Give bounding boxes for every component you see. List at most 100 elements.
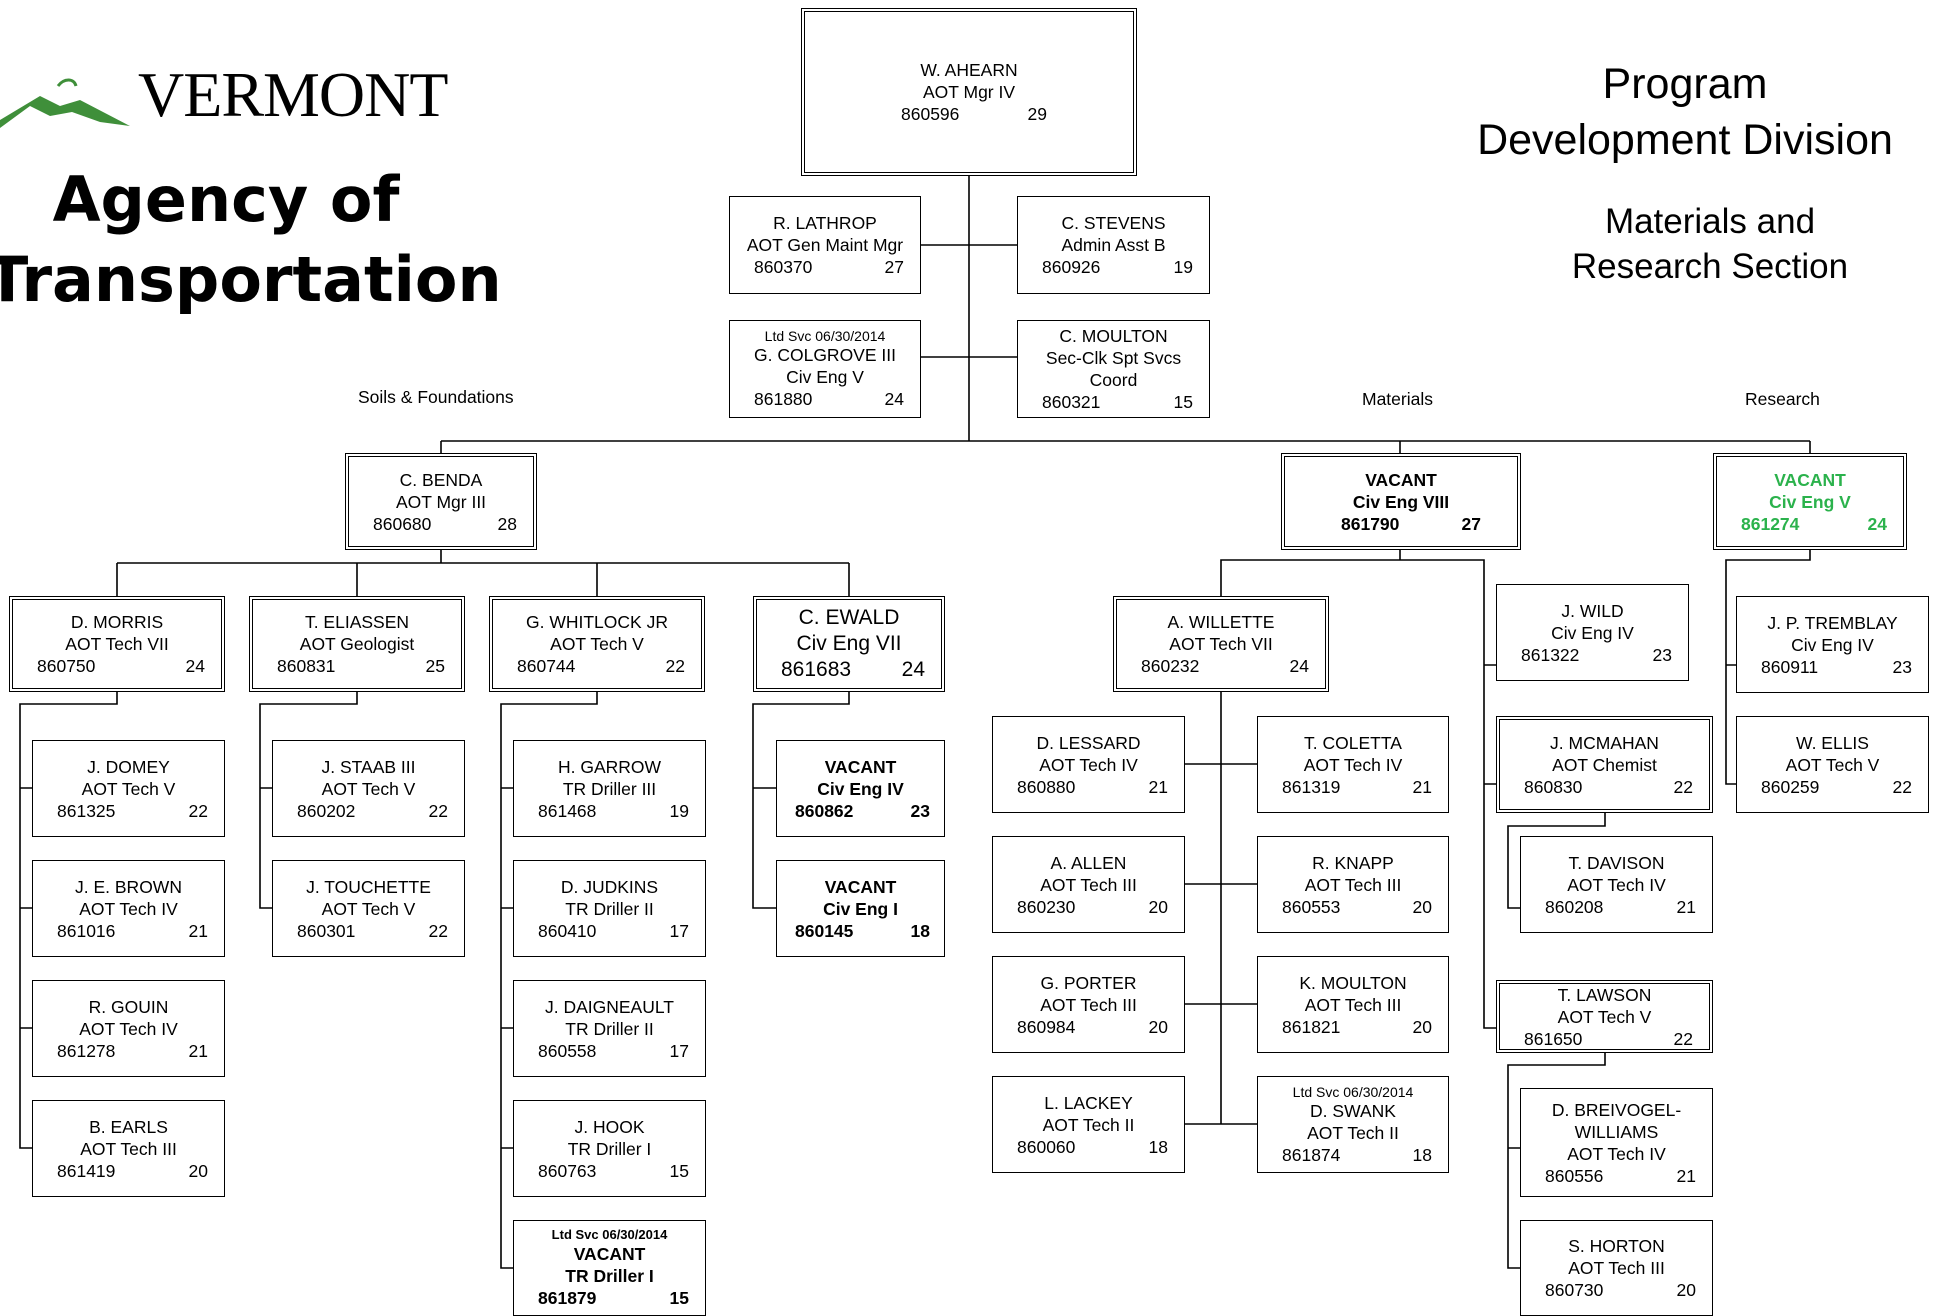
- node-grade: 21: [1676, 896, 1696, 917]
- org-node-colgrove[interactable]: Ltd Svc 06/30/2014 G. COLGROVE III Civ E…: [729, 320, 921, 418]
- node-grade: 20: [188, 1160, 208, 1181]
- node-grade: 27: [884, 257, 904, 277]
- node-name: T. LAWSON: [1557, 984, 1652, 1005]
- node-title: AOT Tech II: [1042, 1114, 1135, 1135]
- node-name: D. BREIVOGEL-: [1551, 1099, 1682, 1120]
- node-grade: 18: [910, 920, 930, 941]
- node-position: 860831: [277, 656, 336, 676]
- node-title: TR Driller II: [565, 898, 654, 919]
- node-position: 860060: [1017, 1136, 1076, 1157]
- node-note: Ltd Svc 06/30/2014: [764, 328, 886, 344]
- node-grade: 21: [1148, 776, 1168, 797]
- node-position: 861650: [1524, 1028, 1583, 1049]
- node-title: TR Driller I: [567, 1138, 652, 1159]
- node-title: AOT Tech V: [321, 898, 416, 919]
- node-grade: 18: [1412, 1144, 1432, 1165]
- node-position: 861821: [1282, 1016, 1341, 1037]
- node-name: J. HOOK: [574, 1116, 645, 1137]
- node-position: 860880: [1017, 776, 1076, 797]
- node-grade: 24: [901, 658, 925, 681]
- node-position: 860553: [1282, 896, 1341, 917]
- node-grade: 20: [1412, 896, 1432, 917]
- node-position: 860763: [538, 1160, 597, 1181]
- node-name: C. MOULTON: [1059, 326, 1168, 346]
- node-position: 860984: [1017, 1016, 1076, 1037]
- node-position: 860230: [1017, 896, 1076, 917]
- org-node-swank[interactable]: Ltd Svc 06/30/2014 D. SWANK AOT Tech II …: [1257, 1076, 1449, 1173]
- node-position: 860410: [538, 920, 597, 941]
- node-name: VACANT: [1774, 469, 1846, 490]
- node-grade: 17: [669, 920, 689, 941]
- node-title: AOT Tech IV: [1567, 1143, 1666, 1164]
- connector-research-team: [1725, 550, 1811, 785]
- node-grade: 19: [669, 800, 689, 821]
- node-position: 860558: [538, 1040, 597, 1061]
- node-position: 860301: [297, 920, 356, 941]
- section-title-line1: Materials and: [1604, 202, 1816, 241]
- node-name: G. PORTER: [1040, 972, 1137, 993]
- node-grade: 20: [1148, 1016, 1168, 1037]
- node-position: 860680: [373, 513, 432, 534]
- node-grade: 24: [884, 389, 904, 409]
- node-position: 860730: [1545, 1280, 1604, 1300]
- org-node-vacant-driller[interactable]: Ltd Svc 06/30/2014 VACANT TR Driller I 8…: [513, 1220, 706, 1316]
- node-title: AOT Tech IV: [1567, 874, 1666, 895]
- group-label-soils: Soils & Foundations: [358, 387, 514, 407]
- node-grade: 23: [1892, 656, 1912, 677]
- node-name: T. DAVISON: [1568, 852, 1665, 873]
- node-position: 861319: [1282, 776, 1341, 797]
- node-grade: 18: [1148, 1136, 1168, 1157]
- node-title: AOT Tech V: [550, 634, 644, 654]
- node-title: AOT Tech III: [1568, 1258, 1665, 1278]
- org-node-breivogel[interactable]: D. BREIVOGEL- WILLIAMS AOT Tech IV 86055…: [1520, 1088, 1713, 1197]
- node-name: J. E. BROWN: [75, 876, 182, 897]
- section-title: Materials and Research Section: [1490, 199, 1930, 289]
- node-position: 861325: [57, 800, 116, 821]
- node-position: 861683: [781, 658, 852, 681]
- org-node-cmoulton[interactable]: C. MOULTON Sec-Clk Spt Svcs Coord 860321…: [1017, 320, 1210, 418]
- node-title: Civ Eng IV: [1791, 634, 1874, 655]
- vermont-mountain-logo-icon: [0, 78, 130, 128]
- logo-wordmark: VERMONT: [138, 59, 448, 130]
- node-position: 861790: [1341, 513, 1400, 534]
- node-position: 860232: [1141, 656, 1200, 676]
- node-grade: 28: [497, 513, 517, 534]
